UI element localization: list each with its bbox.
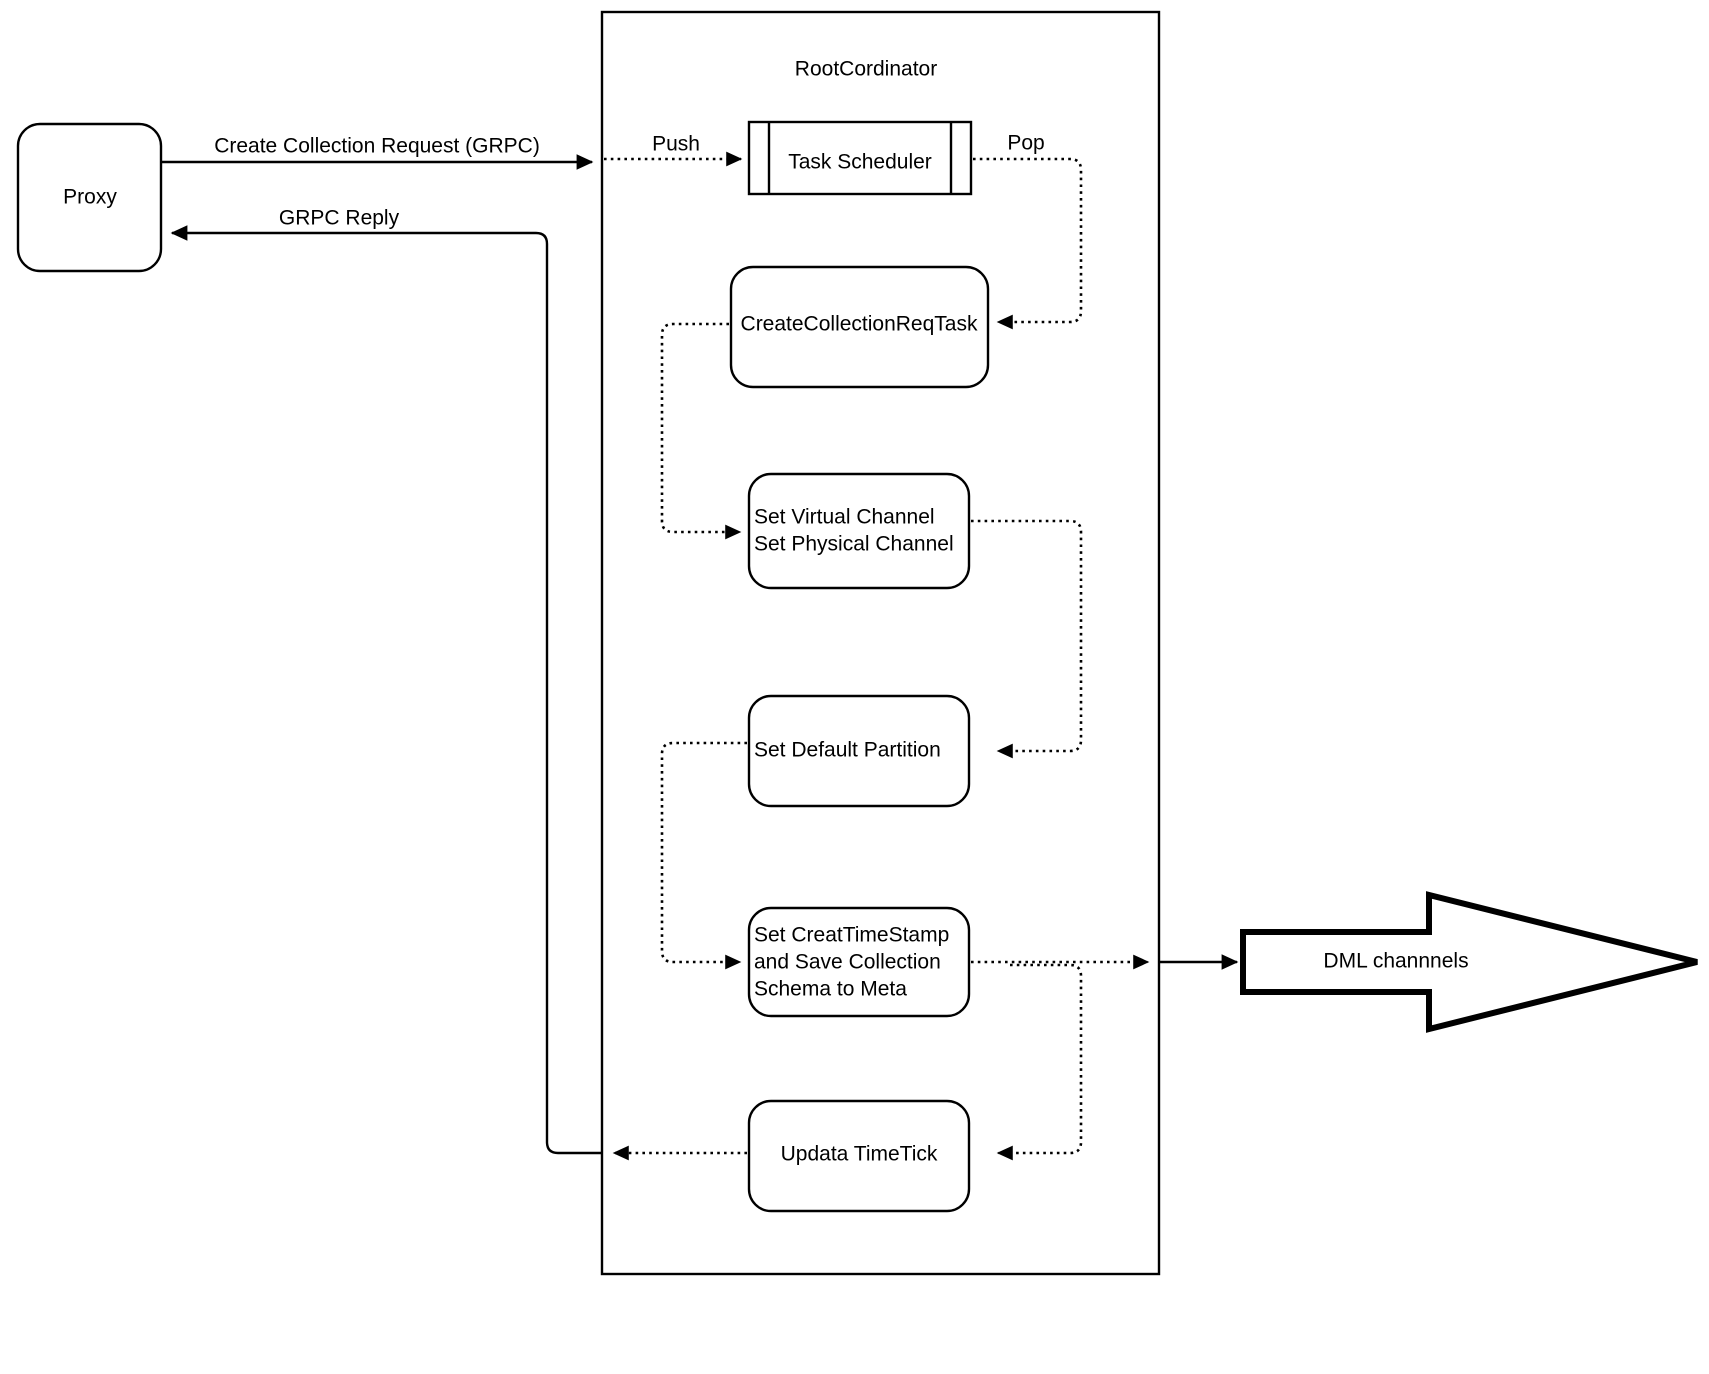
edge-label-push: Push bbox=[652, 132, 700, 156]
edge-label-grpc-reply: GRPC Reply bbox=[278, 206, 400, 230]
edge-set-channels-to-default-partition bbox=[971, 519, 1083, 759]
update-timetick-label: Updata TimeTick bbox=[780, 1142, 938, 1166]
create-collection-req-task-node[interactable] bbox=[729, 265, 990, 389]
set-channels-line1: Set Virtual Channel bbox=[754, 505, 935, 529]
edge-label-pop: Pop bbox=[1007, 131, 1045, 155]
set-create-timestamp-node[interactable] bbox=[747, 906, 971, 1018]
set-create-timestamp-line3: Schema to Meta bbox=[754, 977, 907, 1001]
task-scheduler-node[interactable] bbox=[747, 120, 973, 196]
create-collection-req-task-label: CreateCollectionReqTask bbox=[740, 312, 978, 336]
dml-channels-label: DML channnels bbox=[1323, 949, 1469, 973]
root-coordinator-container bbox=[600, 10, 1161, 1276]
set-create-timestamp-line2: and Save Collection bbox=[754, 950, 941, 974]
dml-channels-node[interactable] bbox=[1240, 891, 1698, 1033]
root-coordinator-title: RootCordinator bbox=[794, 57, 938, 81]
set-create-timestamp-line1: Set CreatTimeStamp bbox=[754, 923, 950, 947]
proxy-node[interactable] bbox=[16, 122, 163, 273]
edge-grpc-reply bbox=[170, 225, 603, 1155]
proxy-label: Proxy bbox=[63, 185, 117, 209]
set-default-partition-node[interactable] bbox=[747, 694, 971, 808]
set-default-partition-label: Set Default Partition bbox=[754, 738, 941, 762]
task-scheduler-label: Task Scheduler bbox=[788, 150, 932, 174]
edge-task-to-set-channels bbox=[660, 322, 742, 540]
update-timetick-node[interactable] bbox=[747, 1099, 971, 1213]
set-channels-line2: Set Physical Channel bbox=[754, 532, 954, 556]
edge-label-create-collection-request: Create Collection Request (GRPC) bbox=[214, 134, 540, 158]
edge-pop bbox=[973, 157, 1083, 330]
set-channels-node[interactable] bbox=[747, 472, 971, 590]
